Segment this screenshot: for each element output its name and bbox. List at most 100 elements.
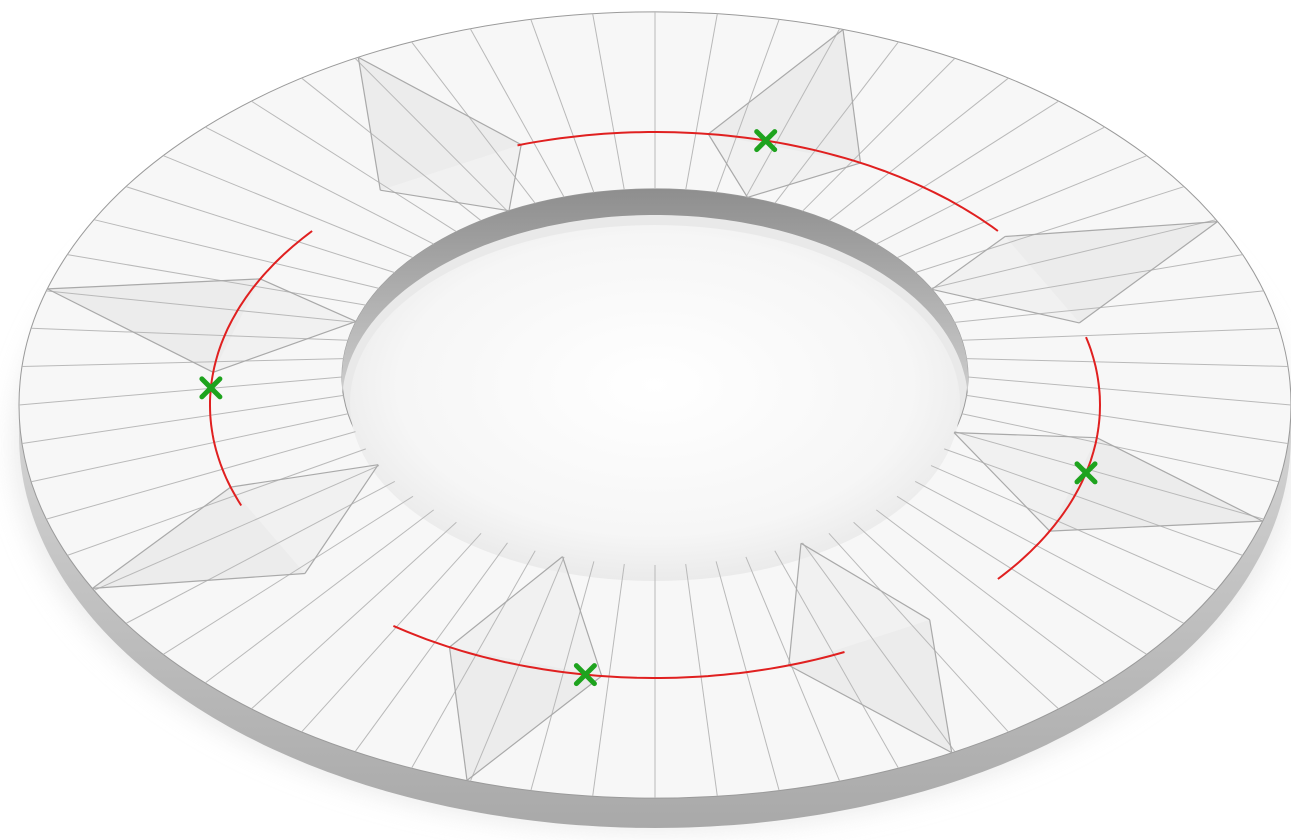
facet-inner	[708, 133, 861, 198]
crease-line	[953, 432, 1051, 532]
crease-line	[1096, 437, 1263, 522]
facet-outer	[358, 57, 522, 191]
mesh-line	[876, 126, 1105, 245]
mesh-line	[204, 509, 435, 684]
red-curve-segments	[209, 131, 1102, 679]
mesh-line	[411, 550, 536, 769]
crease-line	[931, 236, 1006, 290]
mesh-line	[915, 186, 1184, 274]
facet-inner	[213, 278, 356, 373]
mesh-line	[18, 376, 343, 406]
mesh-line	[967, 376, 1291, 406]
mesh-line	[930, 219, 1217, 289]
mesh-line	[163, 155, 414, 259]
crease-line	[800, 542, 931, 621]
mesh-line	[828, 77, 1009, 222]
crease-line	[561, 556, 603, 677]
red-curve-arc	[997, 336, 1102, 580]
crease-line	[931, 288, 1080, 324]
crease-line	[358, 56, 522, 146]
crease-line	[260, 278, 357, 322]
mesh-line	[954, 290, 1264, 323]
crease-line	[230, 464, 379, 488]
facet-outer	[47, 278, 261, 373]
facet-inner	[954, 432, 1097, 532]
mesh-line	[802, 58, 956, 212]
facet-inner	[230, 464, 379, 574]
facet-outer	[1049, 437, 1263, 532]
crease-line	[953, 432, 1097, 439]
crease-line	[508, 144, 522, 211]
mesh-line	[251, 521, 457, 710]
mesh-line	[301, 532, 482, 733]
crease-line	[47, 278, 261, 290]
fold-crease-lines	[47, 29, 1263, 781]
mesh-line	[22, 358, 344, 367]
mesh-line	[966, 358, 1288, 367]
mesh-line	[853, 521, 1059, 710]
mesh-line	[930, 465, 1217, 591]
mesh-line	[592, 564, 625, 797]
mesh-grid-lines	[18, 12, 1291, 798]
facet-inner	[380, 144, 522, 211]
facet-inner	[931, 236, 1080, 323]
mesh-line	[67, 448, 366, 556]
mesh-line	[126, 186, 395, 274]
mesh-line	[125, 480, 396, 624]
crease-line	[788, 664, 952, 754]
mesh-line	[530, 561, 595, 791]
mesh-line	[411, 41, 536, 204]
crease-line	[449, 556, 563, 648]
mesh-line	[802, 542, 956, 752]
crease-line	[92, 486, 231, 589]
mesh-line	[745, 28, 841, 198]
mesh-line	[944, 448, 1243, 556]
red-curve-arc	[393, 624, 845, 679]
crease-line	[466, 675, 603, 781]
mesh-line	[954, 431, 1264, 520]
mesh-line	[354, 542, 508, 752]
crease-line	[1005, 221, 1218, 238]
x-cross-marker-icon	[199, 376, 223, 400]
red-curve-arc	[517, 131, 999, 232]
crease-line	[92, 572, 305, 589]
crease-line	[788, 543, 802, 666]
mesh-line	[31, 413, 349, 483]
x-cross-marker-icon	[573, 663, 597, 687]
crease-line	[212, 320, 357, 373]
crease-line	[448, 647, 468, 781]
mesh-line	[93, 465, 380, 591]
crease-line	[707, 29, 844, 135]
mesh-line	[745, 556, 841, 782]
crease-line	[929, 619, 953, 753]
facet-inner	[449, 556, 602, 677]
facet-outer	[92, 487, 305, 589]
folded-facets	[47, 29, 1263, 781]
mesh-line	[685, 564, 718, 797]
facet-outer	[449, 647, 602, 781]
facet-outer	[1005, 221, 1218, 323]
crease-line	[707, 133, 749, 198]
mesh-line	[163, 495, 414, 655]
facet-outer	[708, 29, 861, 163]
facet-inner	[788, 543, 930, 666]
crease-line	[357, 57, 381, 191]
mesh-line	[530, 19, 595, 193]
mesh-line	[966, 394, 1288, 444]
facet-outer	[788, 619, 952, 753]
x-cross-marker-icon	[754, 129, 778, 153]
crease-line	[842, 29, 862, 163]
mesh-line	[93, 219, 380, 289]
mesh-line	[774, 550, 899, 769]
mesh-line	[774, 41, 899, 204]
x-cross-marker-icon	[1074, 461, 1098, 485]
mesh-line	[944, 254, 1243, 306]
hole-floor	[350, 225, 960, 581]
mesh-line	[251, 100, 457, 233]
mesh-line	[961, 327, 1279, 341]
control-point-markers	[199, 129, 1098, 687]
mesh-line	[853, 100, 1059, 233]
crease-line	[304, 464, 379, 574]
mesh-line	[205, 126, 434, 245]
